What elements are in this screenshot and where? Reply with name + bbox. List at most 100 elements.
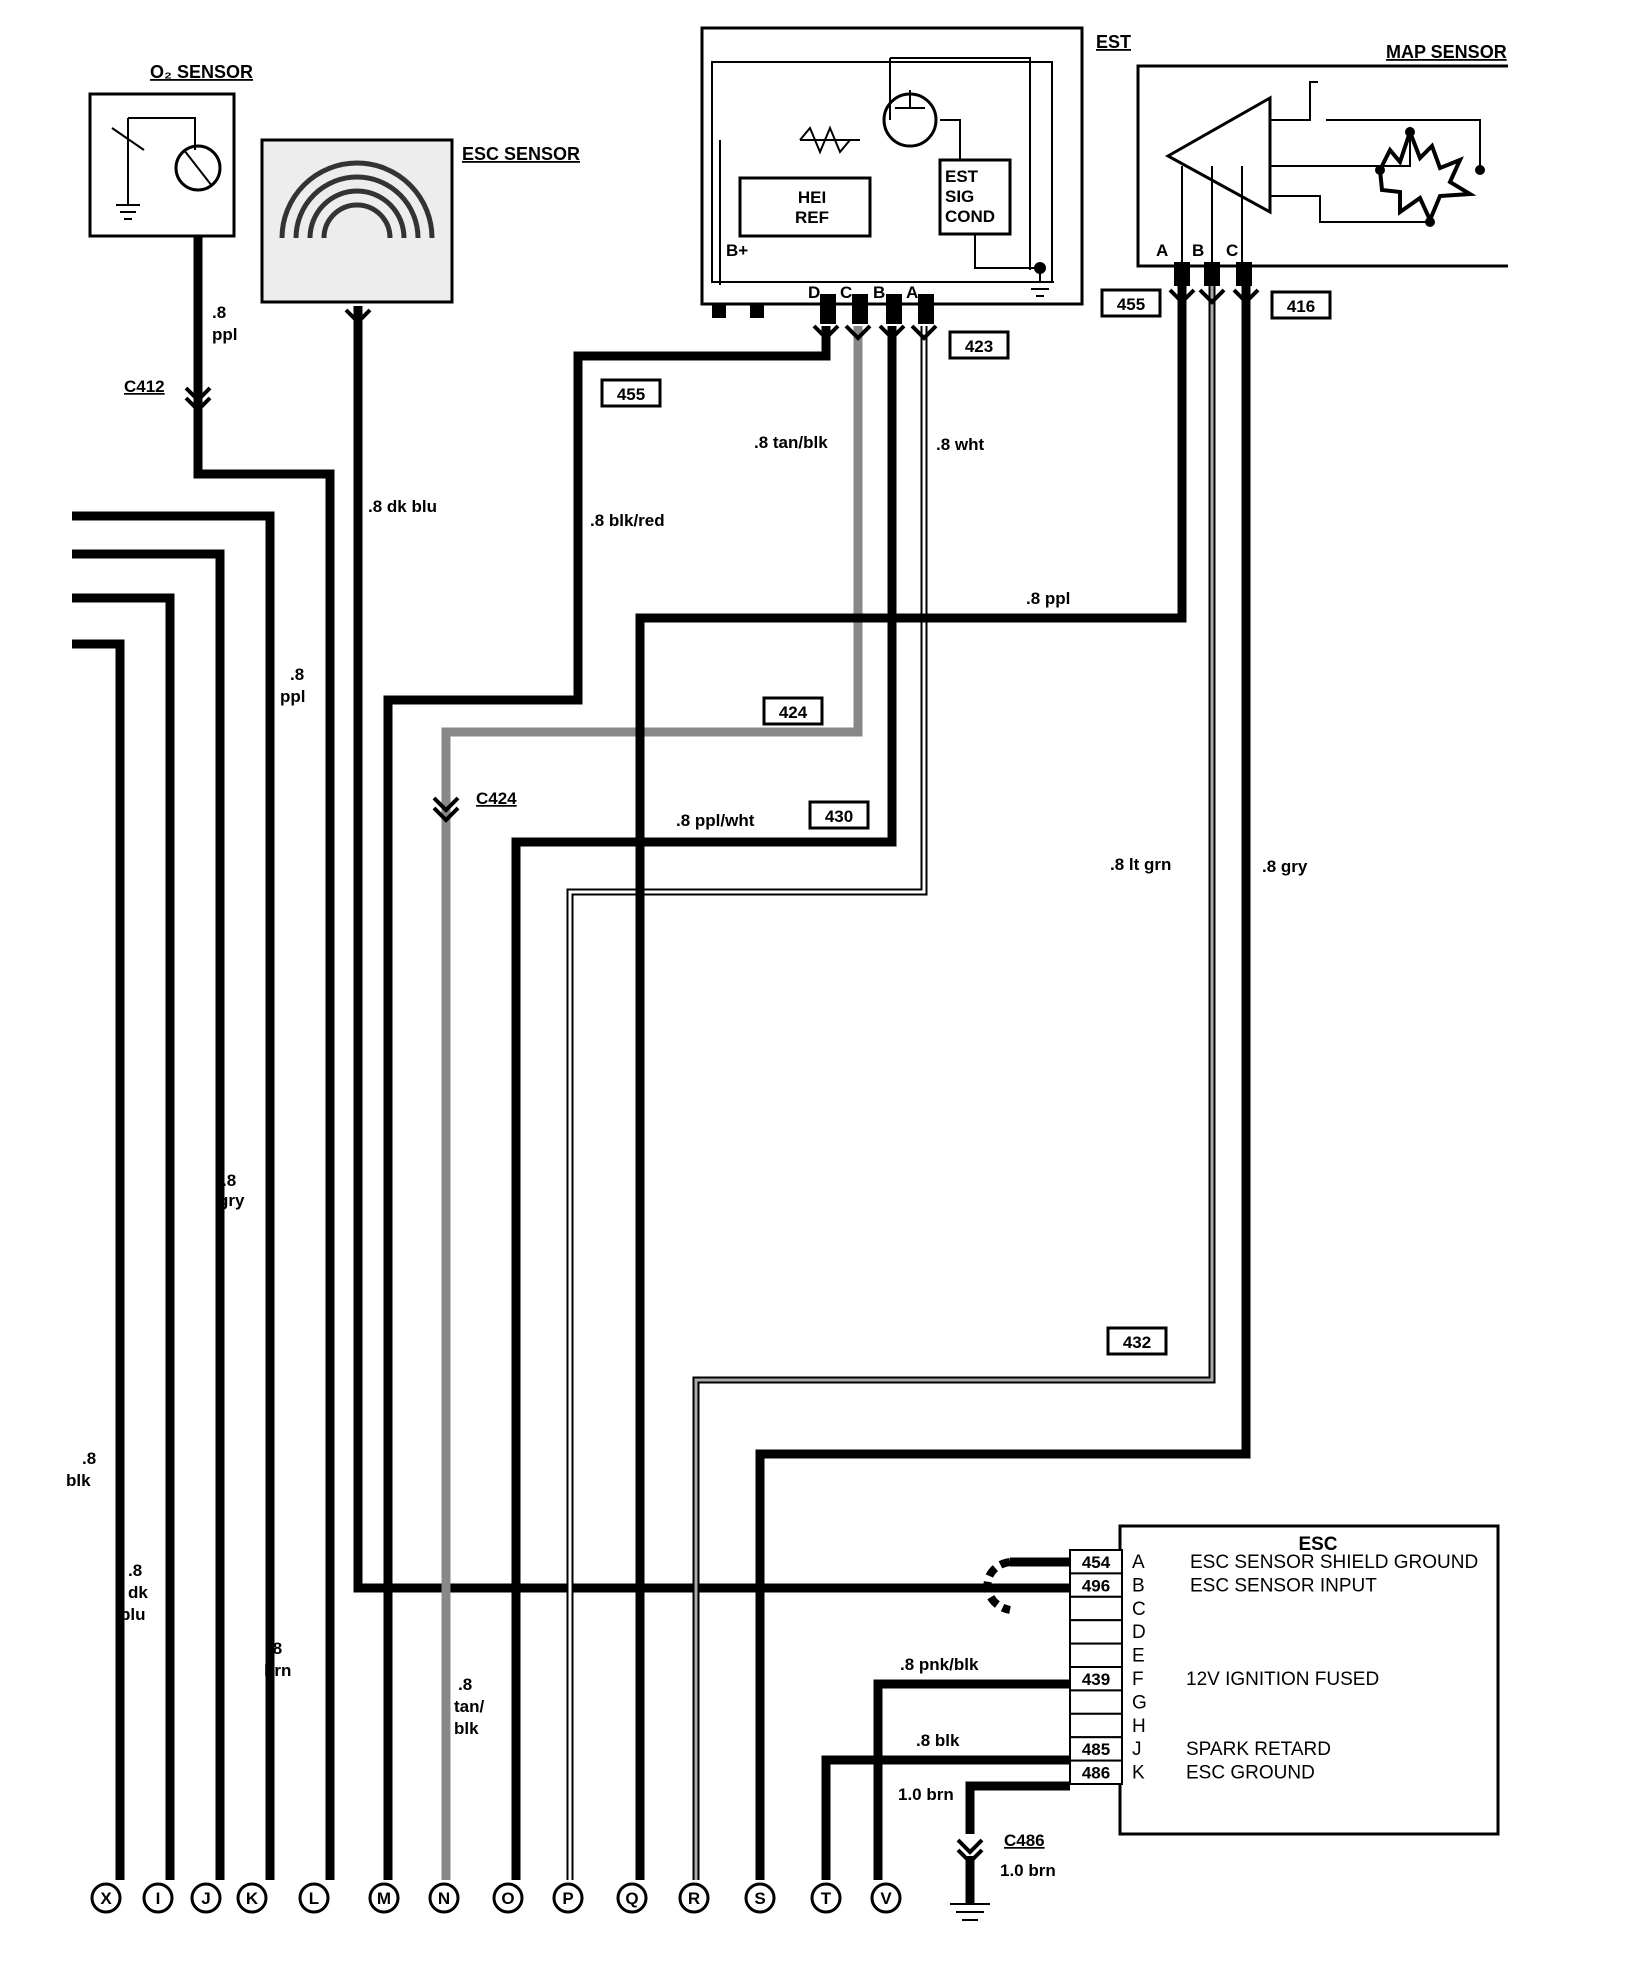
esc-sensor-connector-symbol bbox=[344, 308, 372, 325]
wire-map-b-to-r-inner bbox=[694, 286, 1214, 1880]
esc-pin-label: ESC SENSOR SHIELD GROUND bbox=[1190, 1552, 1478, 1573]
circuit-455-b: 455 bbox=[1117, 295, 1145, 314]
esc-pin-letter: H bbox=[1132, 1716, 1146, 1737]
map-pin-leads bbox=[1181, 166, 1243, 270]
esc-module-box bbox=[1118, 1524, 1500, 1836]
map-pin-label-b: B bbox=[1192, 241, 1204, 260]
circuit-424: 424 bbox=[779, 703, 808, 722]
esc-pin-label: ESC SENSOR INPUT bbox=[1190, 1575, 1377, 1596]
esc-pin-letter: K bbox=[1132, 1763, 1145, 1784]
est-title: EST bbox=[1096, 32, 1131, 52]
wire-esc-shield-dashed bbox=[983, 1558, 1012, 1614]
esc-pin-circuit: 496 bbox=[1082, 1576, 1110, 1595]
terminal-label-x: X bbox=[100, 1889, 112, 1908]
c412-symbol bbox=[184, 386, 212, 413]
esc-pin-circuit: 486 bbox=[1082, 1764, 1110, 1783]
connector-symbols bbox=[184, 288, 1260, 1865]
terminal-label-p: P bbox=[562, 1889, 573, 1908]
est-ground-wire bbox=[974, 234, 1040, 269]
terminal-o bbox=[492, 1882, 524, 1914]
connector-c486: C486 bbox=[1004, 1831, 1045, 1850]
map-internal-wires bbox=[1270, 81, 1481, 223]
circuit-number-boxes: 455 423 455 416 424 430 432 bbox=[600, 288, 1332, 1356]
wire-o2-to-l bbox=[193, 236, 335, 1880]
terminal-label-q: Q bbox=[625, 1889, 638, 1908]
esc-pin-circuit: 485 bbox=[1082, 1740, 1110, 1759]
o2-element-slash bbox=[183, 149, 213, 187]
esc-pin-label: ESC GROUND bbox=[1186, 1763, 1315, 1784]
circuit-box-455-b bbox=[1100, 288, 1162, 318]
wire-esc-f-to-v bbox=[873, 1679, 1070, 1880]
terminal-k bbox=[236, 1882, 268, 1914]
wire-est-c-to-n bbox=[441, 326, 863, 1880]
terminal-i bbox=[142, 1882, 174, 1914]
circuit-box-423 bbox=[948, 330, 1010, 360]
map-node-3 bbox=[1425, 217, 1435, 227]
circuit-416: 416 bbox=[1287, 297, 1315, 316]
map-node-2 bbox=[1475, 165, 1485, 175]
est-pin-a bbox=[918, 294, 934, 324]
b-plus-label: B+ bbox=[726, 241, 748, 260]
map-pin-b bbox=[1204, 262, 1220, 286]
est-sig-cond-box bbox=[938, 158, 1012, 236]
wires bbox=[72, 236, 1251, 1921]
terminal-label-r: R bbox=[688, 1889, 700, 1908]
terminal-r bbox=[678, 1882, 710, 1914]
wire-label-est-c: .8 tan/blk bbox=[754, 433, 828, 452]
terminal-v bbox=[870, 1882, 902, 1914]
map-connector-symbol bbox=[1168, 288, 1260, 305]
wire-label-map-c: .8 gry bbox=[1262, 857, 1308, 876]
o2-sensor-title: O₂ SENSOR bbox=[150, 62, 253, 82]
terminal-label-m: M bbox=[377, 1889, 391, 1908]
wire-label-brn-2: 1.0 brn bbox=[1000, 1861, 1056, 1880]
terminal-x bbox=[90, 1882, 122, 1914]
esc-sensor-arcs bbox=[279, 160, 435, 239]
map-pin-label-a: A bbox=[1156, 241, 1168, 260]
c486-symbol bbox=[956, 1838, 984, 1865]
wire-map-c-to-s bbox=[755, 286, 1251, 1880]
c424-symbol bbox=[432, 796, 460, 823]
est-pin-c bbox=[852, 294, 868, 324]
esc-pin-cell bbox=[1069, 1595, 1123, 1622]
est-pin-d bbox=[820, 294, 836, 324]
wire-left-x bbox=[72, 639, 125, 1880]
connector-c412: C412 bbox=[124, 377, 165, 396]
o2-resistor-symbol bbox=[111, 118, 145, 220]
wire-label-pnk-blk: .8 pnk/blk bbox=[900, 1655, 979, 1674]
esc-pin-letter: F bbox=[1132, 1669, 1144, 1690]
est-inner-box bbox=[711, 61, 1053, 283]
esc-pin-letter: E bbox=[1132, 1646, 1145, 1667]
map-node-4 bbox=[1405, 127, 1415, 137]
circuit-455-a: 455 bbox=[617, 385, 645, 404]
terminal-label-i: I bbox=[156, 1889, 161, 1908]
terminal-j bbox=[190, 1882, 222, 1914]
wire-left-i bbox=[72, 593, 175, 1880]
wire-label-est-a: .8 wht bbox=[936, 435, 985, 454]
terminal-l bbox=[298, 1882, 330, 1914]
esc-pin-circuit: 454 bbox=[1082, 1553, 1111, 1572]
map-node-1 bbox=[1375, 165, 1385, 175]
esc-pin-letter: C bbox=[1132, 1599, 1146, 1620]
est-pin-label-c: C bbox=[840, 283, 852, 302]
est-pin-b bbox=[886, 294, 902, 324]
map-bridge-symbol bbox=[1377, 126, 1477, 226]
est-connector-symbol bbox=[812, 324, 938, 341]
esc-pin-cell bbox=[1069, 1689, 1123, 1715]
ground-symbol bbox=[950, 1903, 990, 1921]
esc-sensor-box bbox=[260, 138, 454, 304]
esc-pin-letter: A bbox=[1132, 1552, 1145, 1573]
wire-esc-sensor-to-esc-b bbox=[353, 306, 1070, 1593]
esc-module-title: ESC bbox=[1298, 1534, 1337, 1555]
terminal-s bbox=[744, 1882, 776, 1914]
wire-label-map-b: .8 lt grn bbox=[1110, 855, 1171, 874]
o2-sensor-box bbox=[88, 92, 236, 238]
